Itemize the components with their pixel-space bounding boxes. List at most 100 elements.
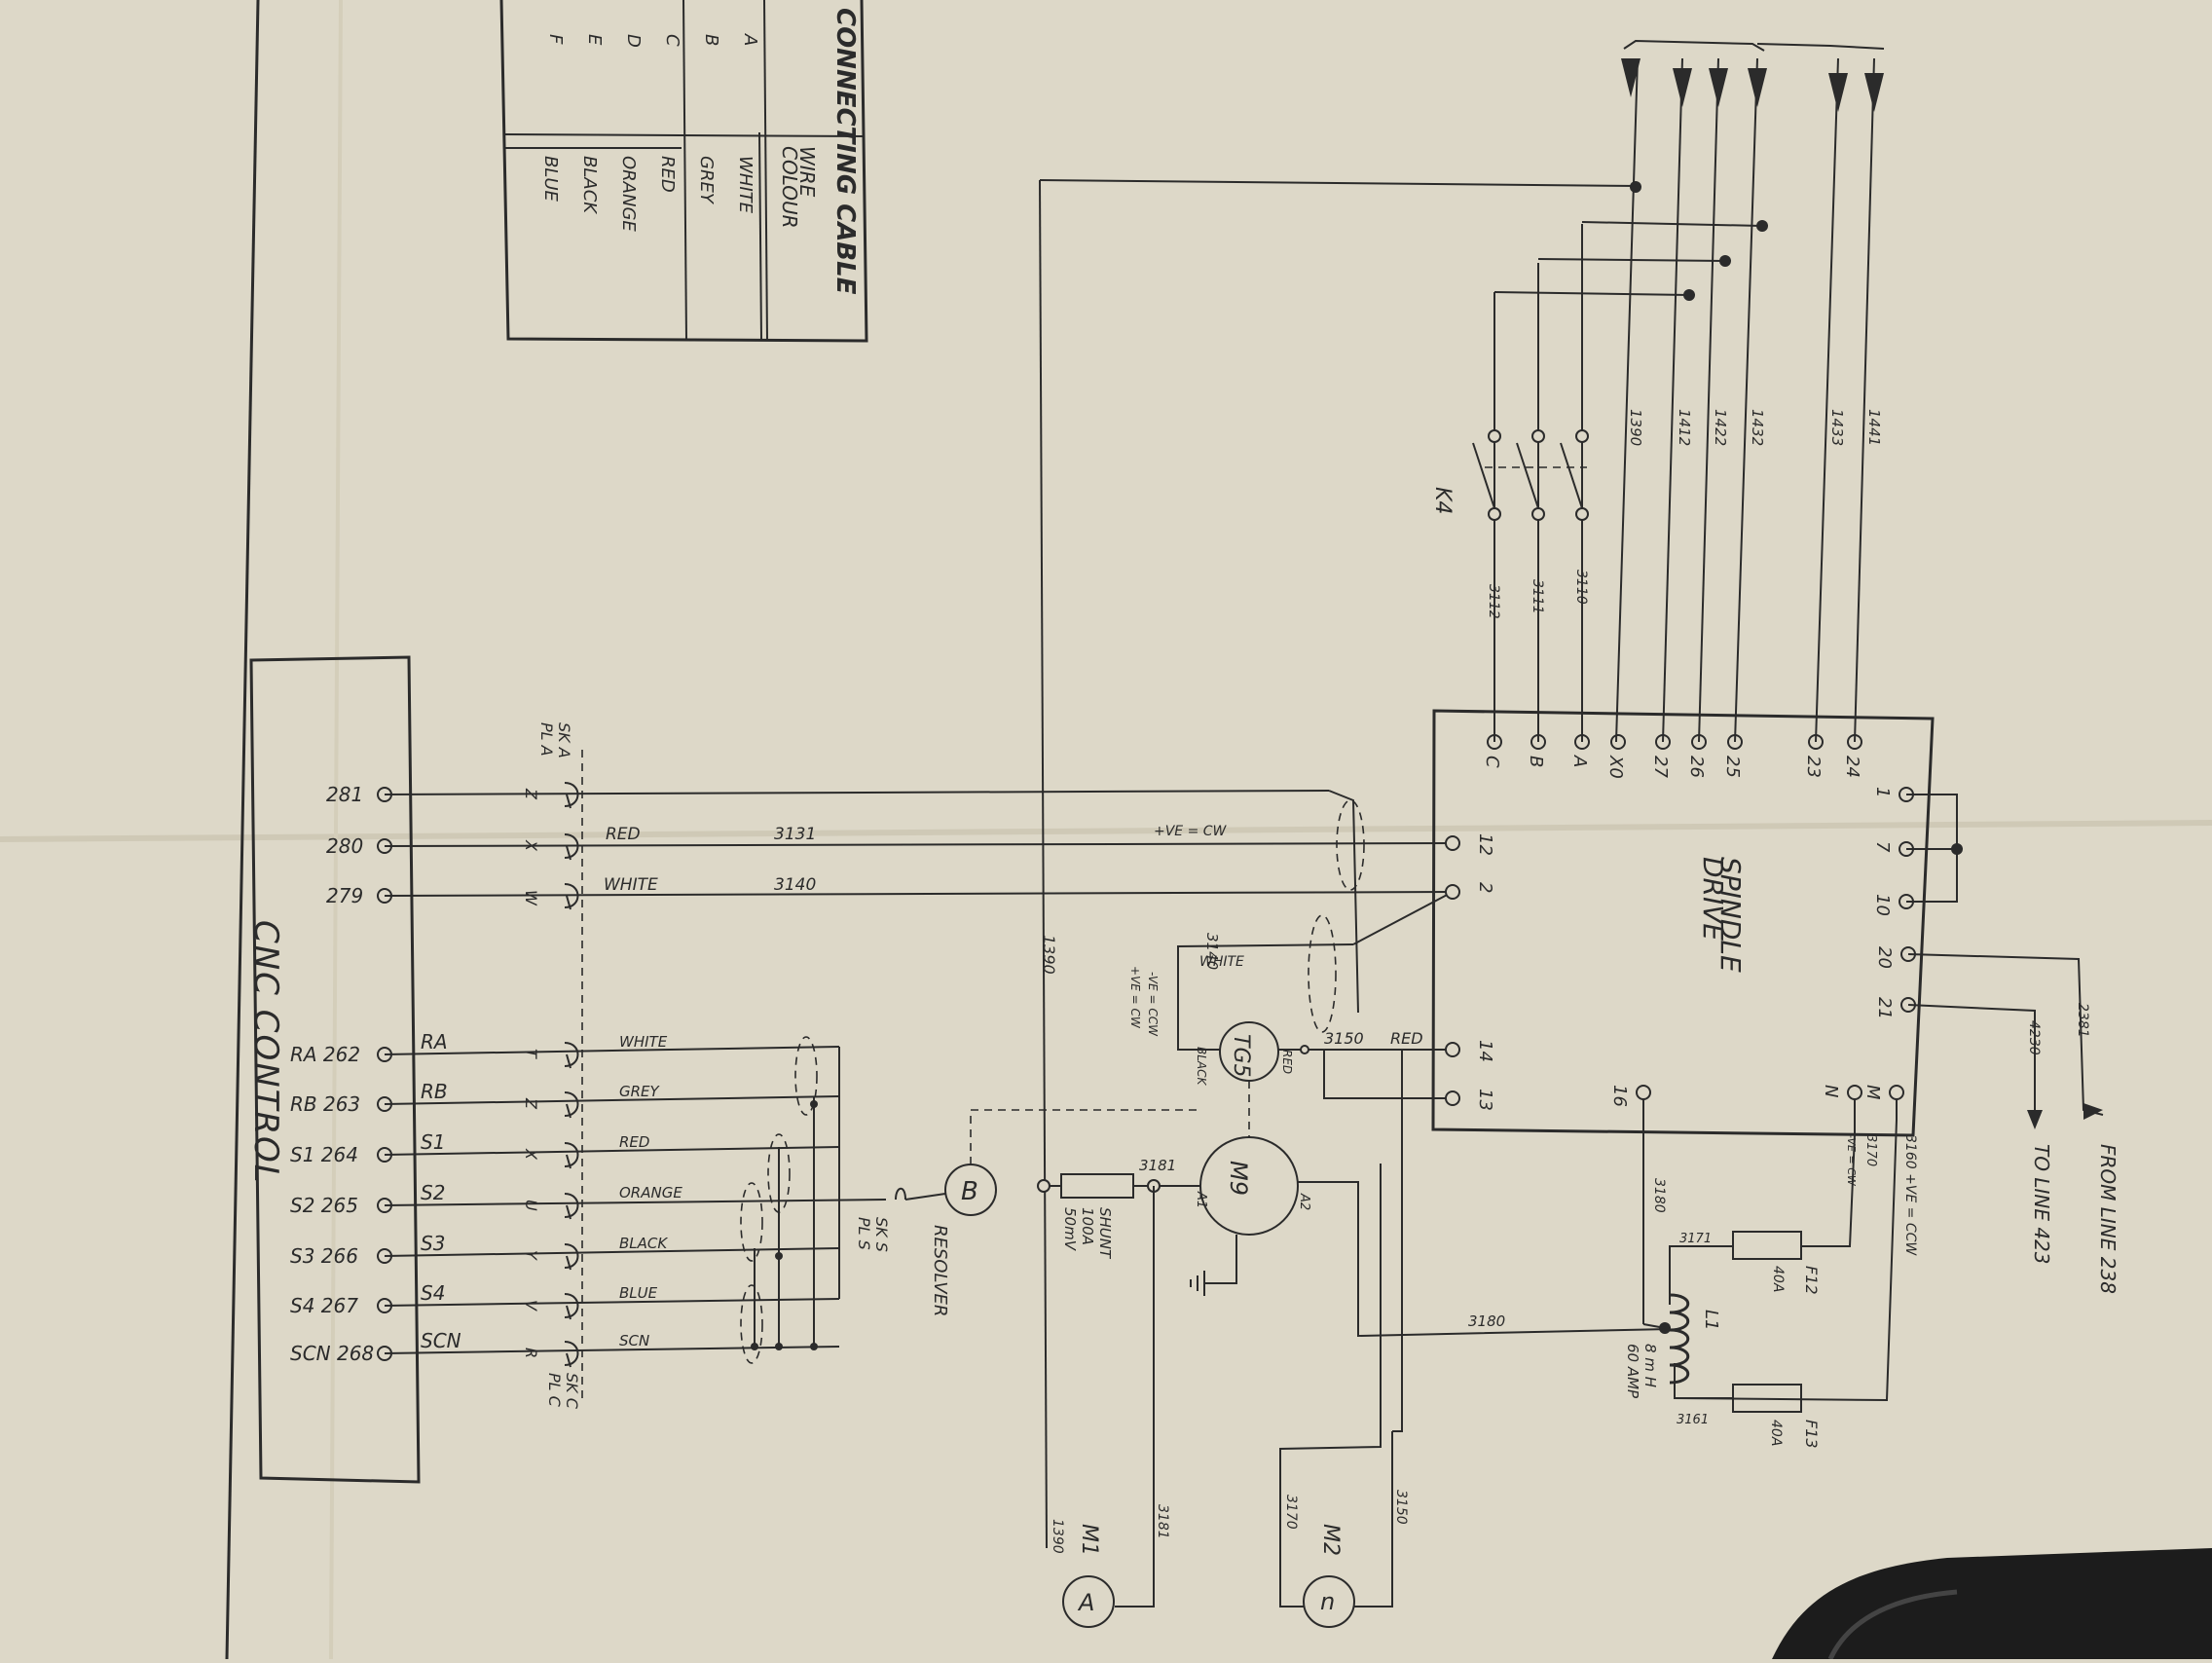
m9-ground-lead — [1204, 1235, 1237, 1284]
wire-label-3150b: 3150 — [1393, 1490, 1409, 1525]
wire-colour-header-line1: WIRE — [795, 146, 819, 198]
spindle-terminal-label-M: M — [1862, 1085, 1883, 1100]
connector-pin-mark-5 — [566, 1103, 571, 1119]
resolver-wire-scn — [384, 1346, 840, 1354]
paper-fold-line-vertical — [329, 0, 343, 1660]
cable-row-colour-1: WHITE — [735, 156, 756, 214]
resolver-shield-4 — [740, 1284, 763, 1364]
table-col-divider — [758, 131, 762, 341]
resolver-b: B SK S PL S RESOLVER — [855, 1109, 1199, 1316]
spindle-terminal-M — [1889, 1085, 1904, 1100]
wire-label-3181b: 3181 — [1155, 1504, 1170, 1539]
resolver-wire-colour-4: ORANGE — [619, 1184, 682, 1201]
wire-label-3140b: 3140 — [1203, 933, 1221, 970]
wire-label-1433: 1433 — [1828, 409, 1846, 446]
feed-3110-horizontal — [1581, 221, 1763, 227]
cnc-wire-label-5: S3 — [421, 1232, 445, 1255]
tg5-label: TG5 — [1229, 1034, 1253, 1077]
sks-label-line1: SK S — [872, 1217, 891, 1252]
k4-contact-blade-2 — [1516, 442, 1539, 509]
paper-fold-line — [0, 820, 2212, 842]
connector-pin-mark-7 — [566, 1204, 571, 1220]
connector-pin-label-5: Z — [522, 1097, 540, 1110]
resolver-node-1 — [810, 1100, 818, 1108]
cnc-terminal-label-266: S3 266 — [290, 1244, 358, 1268]
arrow-to-line — [2027, 1110, 2043, 1129]
spindle-terminal-label-14: 14 — [1475, 1040, 1495, 1062]
bus-brace — [1623, 39, 1885, 52]
spindle-terminal-label-C: C — [1482, 756, 1502, 768]
m2-label: M2 — [1318, 1524, 1343, 1556]
connector-pin-mark-6 — [566, 1154, 571, 1169]
k4-contact-top-3 — [1575, 429, 1589, 443]
connector-pin-mark-10 — [566, 1352, 571, 1368]
wire-label-3170b: 3170 — [1283, 1495, 1299, 1530]
k4-label: K4 — [1430, 487, 1455, 514]
m1-label: M1 — [1077, 1524, 1101, 1556]
spindle-drive-title: SPINDLE DRIVE — [1697, 857, 1747, 981]
wire-colour-header-line2: COLOUR — [778, 146, 801, 229]
junction-link — [1951, 843, 1963, 855]
m9-a2-lead — [1298, 1181, 1671, 1338]
spindle-terminal-label-X0: X0 — [1605, 755, 1626, 779]
spindle-terminal-13 — [1445, 1090, 1460, 1106]
skc-connector-label-line2: PL C — [545, 1373, 564, 1408]
wire-3181-to-m1 — [1115, 1186, 1155, 1608]
cnc-terminal-label-267: S4 267 — [290, 1294, 358, 1317]
resolver-wire-s2 — [384, 1199, 887, 1206]
wire-3161 — [1674, 1363, 1733, 1399]
cnc-terminal-label-265: S2 265 — [290, 1194, 358, 1217]
m1-symbol: A — [1077, 1589, 1094, 1616]
spindle-drive-outline — [1431, 709, 1935, 1137]
ska-connector-label-line2: PL A — [537, 722, 556, 757]
spindle-terminal-16 — [1636, 1085, 1651, 1100]
junction-1422 — [1719, 255, 1731, 267]
wire-label-1390c: 1390 — [1050, 1519, 1065, 1554]
fuse-f12-rating: 40A — [1770, 1266, 1786, 1292]
k4-contact-blade-1 — [1472, 442, 1495, 509]
cable-row-pin-6: F — [545, 34, 566, 45]
wire-label-3110: 3110 — [1573, 570, 1589, 605]
spindle-terminal-label-21: 21 — [1874, 997, 1895, 1019]
connector-pin-mark-9 — [566, 1305, 571, 1320]
cnc-terminal-label-263: RB 263 — [290, 1092, 360, 1116]
ska-connector-label-line1: SK A — [555, 722, 573, 758]
wire-label-3111: 3111 — [1530, 579, 1545, 614]
resolver-wire-s1 — [384, 1146, 840, 1156]
wire-label-1432: 1432 — [1749, 409, 1766, 446]
inductor-rating-line1: 8 m H — [1641, 1344, 1659, 1387]
resolver-wire-colour-2: GREY — [619, 1083, 661, 1100]
wire-label-ccw2: -VE = CW — [1845, 1134, 1858, 1187]
wire-label-white: WHITE — [604, 875, 658, 895]
feed-3112-horizontal — [1493, 291, 1690, 296]
wire-label-3180b: 3180 — [1468, 1312, 1505, 1330]
m9-a1-label: A1 — [1194, 1191, 1208, 1208]
m2-symbol: n — [1320, 1588, 1335, 1615]
feed-line-1390 — [1615, 57, 1639, 743]
ska-connector-label: SK A PL A — [537, 722, 573, 763]
wire-label-1390: 1390 — [1040, 935, 1058, 975]
cable-row-pin-3: C — [662, 34, 682, 47]
from-line-reference: FROM LINE 238 — [2096, 1144, 2120, 1294]
resolver-shield-3 — [740, 1182, 763, 1262]
feed-line-1422 — [1698, 57, 1719, 743]
spindle-terminal-label-12: 12 — [1475, 833, 1495, 856]
connector-pin-mark-1 — [566, 794, 571, 809]
spindle-terminal-X0 — [1610, 734, 1626, 750]
resolver-wire-s3 — [384, 1247, 840, 1257]
cnc-terminal-label-262: RA 262 — [290, 1043, 360, 1066]
wire-label-3112: 3112 — [1486, 584, 1501, 619]
wire-label-2381: 2381 — [2075, 1003, 2090, 1038]
shunt-label-line1: SHUNT — [1096, 1207, 1114, 1260]
m1-ammeter — [1062, 1575, 1115, 1628]
skc-connector-label-line1: SK C — [563, 1373, 581, 1410]
resolver-lead — [904, 1193, 946, 1201]
arrow-1433 — [1828, 73, 1848, 112]
cnc-wire-label-2: RB — [421, 1080, 448, 1103]
wire-3150-to-13 — [1323, 1050, 1453, 1099]
cable-row-pin-5: E — [584, 34, 605, 46]
cable-row-pin-1: A — [740, 33, 760, 46]
